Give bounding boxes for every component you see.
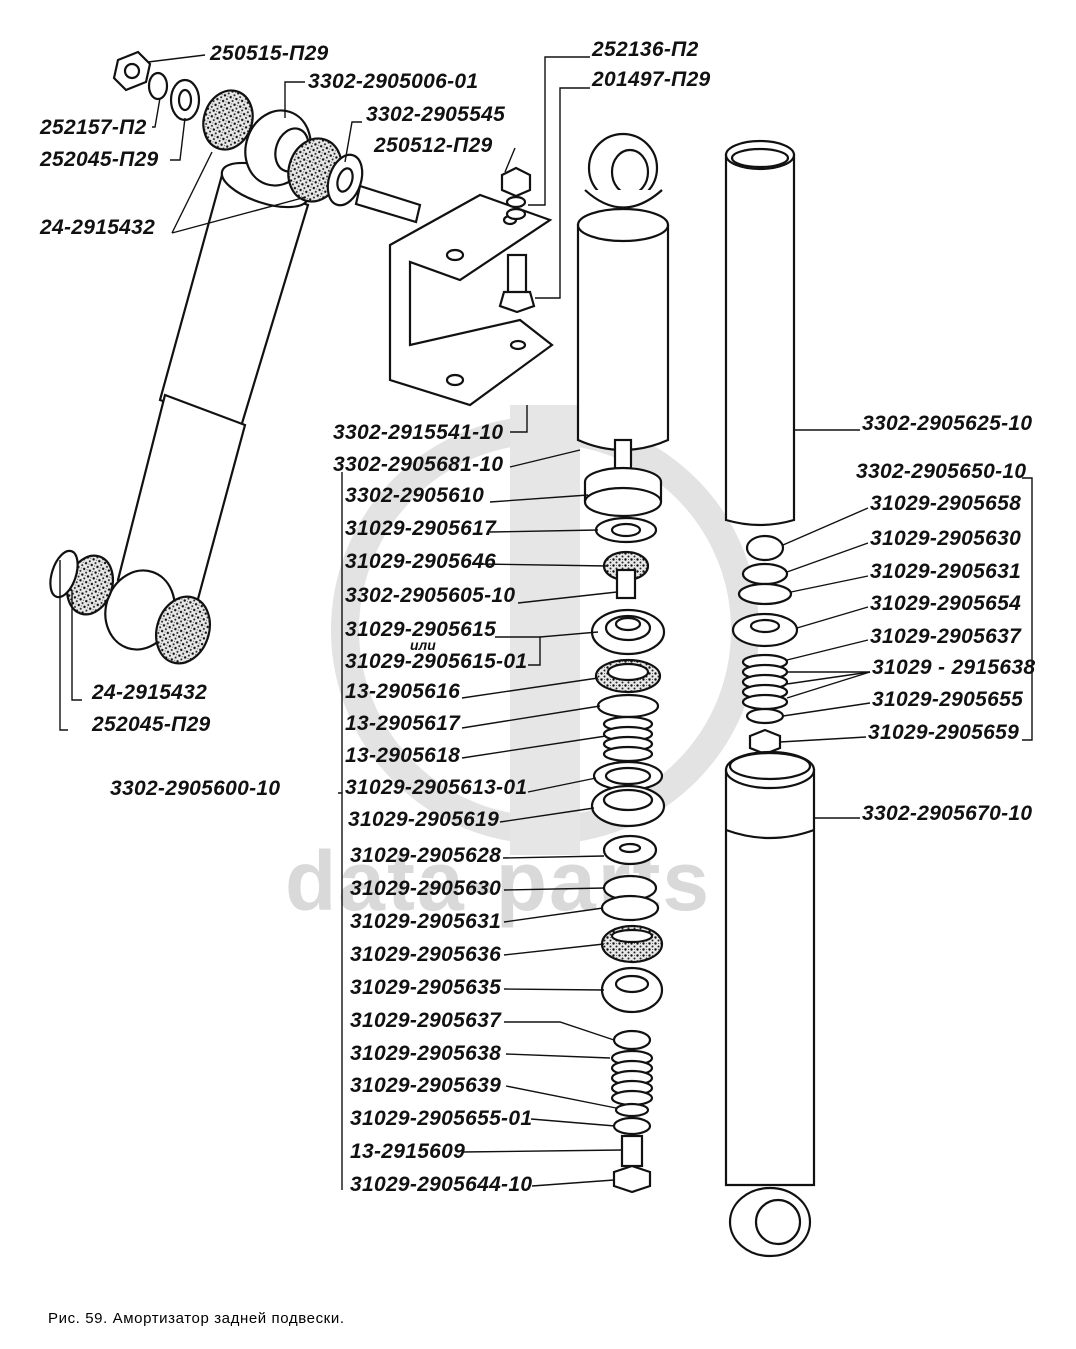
label-31029-2905631-c: 31029-2905631	[350, 910, 501, 933]
label-31029-2905655: 31029-2905655	[872, 688, 1023, 711]
label-3302-2905670: 3302-2905670-10	[862, 802, 1032, 825]
center-exploded-parts	[576, 132, 670, 1194]
label-31029-2905617: 31029-2905617	[345, 517, 497, 540]
label-31029-2905637-r: 31029-2905637	[870, 625, 1022, 648]
label-3302-2905681: 3302-2905681-10	[333, 453, 503, 476]
label-3302-2905600: 3302-2905600-10	[110, 777, 280, 800]
top-bushing-left	[202, 89, 254, 151]
label-3302-2905605: 3302-2905605-10	[345, 584, 515, 607]
washer-31029-2905637-c	[612, 1029, 652, 1051]
nut-31029-2905644	[612, 1164, 652, 1194]
bracket-bolt	[506, 253, 528, 297]
cap-31029-2905658	[745, 534, 785, 562]
spring-washer-top	[147, 71, 169, 101]
label-31029-2905639: 31029-2905639	[350, 1074, 501, 1097]
label-31029-2905638: 31029-2905638	[350, 1042, 501, 1065]
guide-3302-2905605	[615, 568, 637, 600]
label-201497: 201497-П29	[591, 68, 711, 91]
washer-13-2905617	[596, 693, 660, 719]
bottom-washer	[49, 549, 79, 599]
label-250512: 250512-П29	[373, 134, 493, 157]
discs-31029-2905638	[610, 1049, 654, 1107]
label-3302-2905650: 3302-2905650-10	[856, 460, 1026, 483]
label-24-2915432-top: 24-2915432	[39, 216, 155, 239]
washer-31029-2905655-01	[612, 1116, 652, 1136]
disc-31029-2905630-r	[741, 562, 789, 586]
label-31029-2905615-01: 31029-2905615-01	[345, 650, 527, 673]
label-13-2915609: 13-2915609	[350, 1140, 465, 1163]
label-252045-bot: 252045-П29	[91, 713, 211, 736]
bottom-bushing-right	[155, 595, 211, 665]
label-13-2905616: 13-2905616	[345, 680, 460, 703]
label-31029-2905615: 31029-2905615	[345, 618, 496, 641]
mount-pin	[354, 184, 422, 224]
disc-31029-2905639	[614, 1102, 650, 1118]
label-31029-2905658: 31029-2905658	[870, 492, 1021, 515]
label-24-2915432-bot: 24-2915432	[91, 681, 207, 704]
right-exploded-parts	[724, 139, 816, 1258]
bracket-nut	[500, 166, 532, 198]
label-31029-2905646: 31029-2905646	[345, 550, 496, 573]
label-31029-2905628: 31029-2905628	[350, 844, 501, 867]
label-31029-2905630-c: 31029-2905630	[350, 877, 501, 900]
label-3302-2915541: 3302-2915541-10	[333, 421, 503, 444]
tube-3302-2905625	[724, 153, 796, 527]
label-250515: 250515-П29	[209, 42, 329, 65]
spring-13-2915609	[620, 1134, 644, 1168]
label-3302-2905006: 3302-2905006-01	[308, 70, 478, 93]
label-3302-2905610: 3302-2905610	[345, 484, 484, 507]
label-3302-2905625: 3302-2905625-10	[862, 412, 1032, 435]
label-31029-2905619: 31029-2905619	[348, 808, 499, 831]
label-31029-2905659: 31029-2905659	[868, 721, 1019, 744]
assembled-shock-absorber	[49, 50, 422, 665]
label-31029-2905635: 31029-2905635	[350, 976, 501, 999]
outer-tube	[576, 223, 670, 452]
disc-31029-2905631-r	[737, 582, 793, 606]
figure-caption: Рис. 59. Амортизатор задней подвески.	[48, 1310, 345, 1327]
label-31029-2905637-c: 31029-2905637	[350, 1009, 502, 1032]
leader-lines	[59, 54, 1033, 1190]
label-13-2905617: 13-2905617	[345, 712, 461, 735]
label-252157: 252157-П2	[39, 116, 147, 139]
label-252045-top: 252045-П29	[39, 148, 159, 171]
label-252136: 252136-П2	[591, 38, 699, 61]
spring-13-2905618	[602, 715, 654, 763]
label-31029-2905654: 31029-2905654	[870, 592, 1021, 615]
mounting-bracket	[388, 166, 554, 407]
label-ili: или	[410, 637, 436, 653]
discs-31029-2915638	[741, 653, 789, 711]
label-31029-2915638: 31029 - 2915638	[872, 656, 1035, 679]
label-31029-2905644: 31029-2905644-10	[350, 1173, 532, 1196]
label-3302-2905545: 3302-2905545	[366, 103, 505, 126]
part-labels: 250515-П29 3302-2905006-01 3302-2905545 …	[39, 38, 1035, 1196]
label-31029-2905630-r: 31029-2905630	[870, 527, 1021, 550]
nut-31029-2905659	[748, 728, 782, 756]
washer-31029-2905655	[745, 707, 785, 725]
label-31029-2905655-01: 31029-2905655-01	[350, 1107, 532, 1130]
label-31029-2905613: 31029-2905613-01	[345, 776, 527, 799]
label-13-2905618: 13-2905618	[345, 744, 460, 767]
label-31029-2905631-r: 31029-2905631	[870, 560, 1021, 583]
label-31029-2905636: 31029-2905636	[350, 943, 501, 966]
disc-31029-2905631	[600, 894, 660, 922]
